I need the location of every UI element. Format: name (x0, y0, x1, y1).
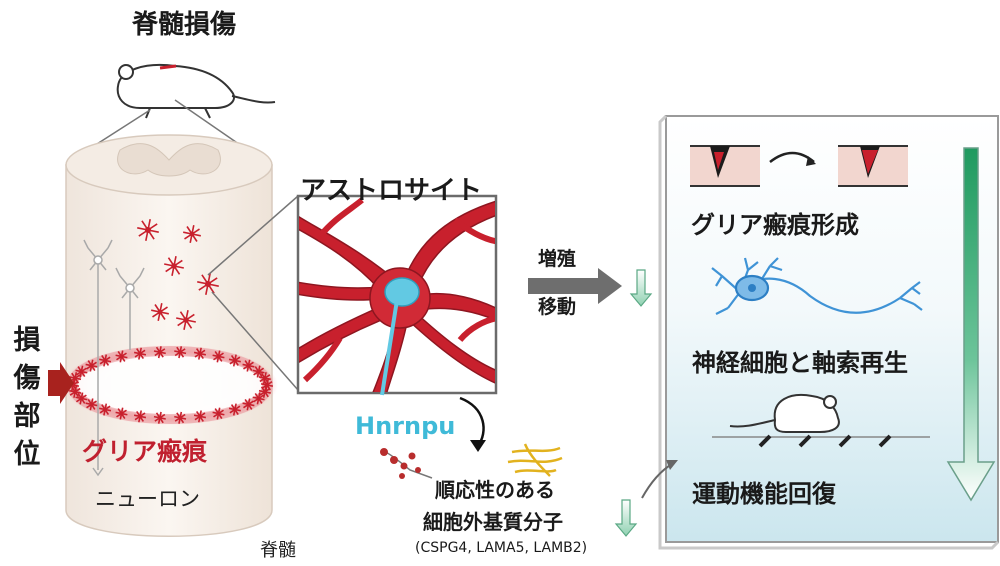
astrocyte-star-icon (252, 392, 265, 405)
astrocyte-star-icon (174, 346, 187, 359)
spinal-cord-label: 脊髄 (260, 540, 296, 561)
ecm-label-line2: 細胞外基質分子 (423, 510, 563, 534)
page-title: 脊髄損傷 (132, 10, 237, 40)
astrocyte-star-icon (174, 411, 187, 424)
ecm-to-outcome-arrowhead (666, 460, 678, 470)
hnrnpu-arrow (459, 396, 485, 447)
neuron-regeneration-icon (711, 257, 923, 315)
injury-site-label: 傷 (13, 363, 41, 394)
glial-scar-label: グリア瘢痕 (82, 437, 208, 466)
spinal-cord-cylinder (65, 134, 273, 537)
gene-label: Hnrnpu (355, 412, 456, 440)
glial-scar-ring (62, 345, 278, 425)
astrocyte-star-icon (133, 347, 147, 360)
scar-formation-icon (690, 145, 908, 187)
astrocyte-star-icon (69, 372, 82, 385)
astrocyte-star-icon (115, 350, 128, 363)
astrocyte-star-icon (212, 350, 225, 363)
astrocyte-star-icon (85, 398, 98, 411)
astrocyte-star-icon (228, 403, 241, 416)
migration-label: 移動 (538, 296, 577, 318)
astrocyte-star-icon (258, 385, 271, 398)
astrocyte-star-icon (75, 392, 88, 405)
astrocyte-star-icon (99, 354, 112, 367)
astrocyte-star-icon (153, 411, 166, 424)
proliferation-arrow (528, 268, 622, 304)
astrocyte-label: アストロサイト (300, 176, 483, 206)
astrocyte-star-icon (151, 303, 169, 321)
injury-site-label: 部 (13, 401, 41, 432)
injury-site-label: 位 (13, 439, 41, 470)
proliferation-label: 増殖 (538, 248, 577, 270)
neuron-label: ニューロン (95, 487, 200, 511)
astrocyte-star-icon (193, 410, 207, 423)
astrocyte-star-icon (153, 346, 166, 359)
astrocyte-star-icon (176, 310, 196, 330)
outcome-regeneration: 神経細胞と軸索再生 (692, 349, 908, 377)
astrocyte-star-icon (183, 225, 201, 243)
injury-arrow (48, 362, 74, 404)
astrocyte-star-icon (75, 365, 88, 378)
ecm-fiber-icon (507, 443, 563, 477)
hnrnpu-arrowhead (470, 440, 486, 452)
ecm-molecule-icon (380, 448, 433, 479)
astrocyte-star-icon (193, 347, 207, 360)
astrocyte-star-icon (242, 359, 255, 372)
astrocyte-icons (137, 219, 219, 330)
ecm-molecules-label: (CSPG4, LAMA5, LAMB2) (415, 540, 588, 556)
astrocyte-star-icon (99, 403, 112, 416)
decrease-arrow-small (614, 499, 638, 537)
astrocyte-closeup (296, 194, 498, 396)
astrocyte-star-icon (258, 372, 271, 385)
zoom-lines (207, 195, 299, 391)
mouse-icon (116, 64, 276, 119)
outcome-scar-formation: グリア瘢痕形成 (691, 211, 859, 239)
injury-site-label: 損 (13, 325, 41, 356)
astrocyte-star-icon (242, 398, 255, 411)
outcome-motor-recovery: 運動機能回復 (692, 480, 836, 508)
ecm-label-line1: 順応性のある (435, 478, 555, 502)
decrease-arrow-small (629, 269, 653, 307)
astrocyte-star-icon (85, 359, 98, 372)
astrocyte-star-icon (212, 407, 225, 420)
astrocyte-star-icon (252, 365, 265, 378)
running-mouse-icon (712, 394, 930, 448)
astrocyte-star-icon (197, 273, 219, 295)
decrease-arrow-large (946, 147, 996, 502)
astrocyte-star-icon (164, 256, 184, 276)
astrocyte-star-icon (133, 410, 147, 423)
astrocyte-star-icon (137, 219, 159, 241)
neuron-icon (83, 239, 145, 477)
astrocyte-star-icon (228, 354, 241, 367)
astrocyte-star-icon (115, 407, 128, 420)
